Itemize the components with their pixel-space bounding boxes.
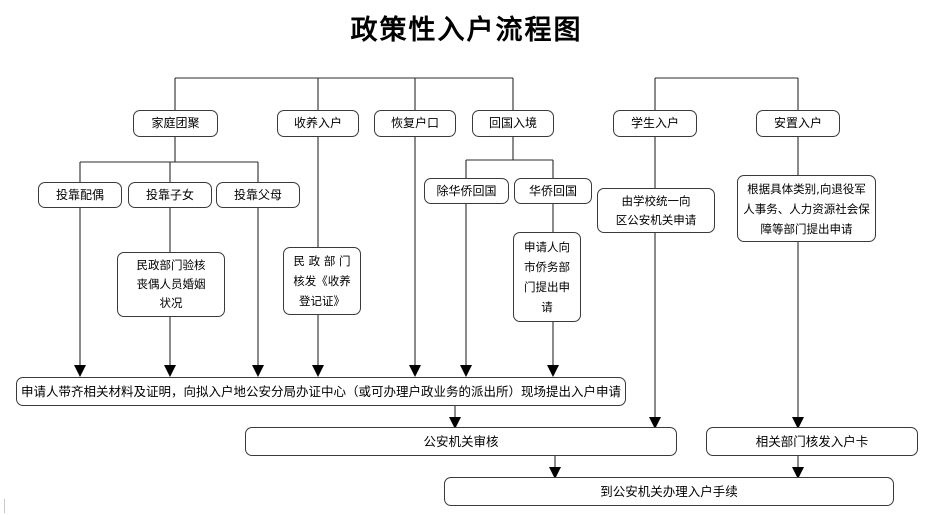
node-student-entry[interactable]: 学生入户 <box>613 110 697 137</box>
node-join-children[interactable]: 投靠子女 <box>128 182 212 208</box>
node-resettlement-entry[interactable]: 安置入户 <box>756 110 840 137</box>
node-civil-affairs-verify[interactable]: 民政部门验核 丧偶人员婚姻 状况 <box>117 252 225 317</box>
node-police-review[interactable]: 公安机关审核 <box>245 427 677 456</box>
node-civil-affairs-certificate[interactable]: 民 政 部 门 核发《收养 登记证》 <box>283 247 361 315</box>
node-restore-hukou[interactable]: 恢复户口 <box>374 110 456 137</box>
node-join-spouse[interactable]: 投靠配偶 <box>38 182 122 208</box>
node-dept-issue-card[interactable]: 相关部门核发入户卡 <box>706 427 918 456</box>
node-family-reunion[interactable]: 家庭团聚 <box>133 110 218 137</box>
node-veterans-apply[interactable]: 根据具体类别,向退役军 人事务、人力资源社会保 障等部门提出申请 <box>737 175 876 242</box>
node-join-parents[interactable]: 投靠父母 <box>216 182 300 208</box>
node-final-procedure[interactable]: 到公安机关办理入户手续 <box>444 477 894 506</box>
node-school-apply[interactable]: 由学校统一向 区公安机关申请 <box>597 188 715 233</box>
page-edge-marker <box>4 499 5 513</box>
node-adoption[interactable]: 收养入户 <box>277 110 359 137</box>
node-overseas-office-apply[interactable]: 申请人向 市侨务部 门提出申 请 <box>513 232 581 322</box>
node-overseas-return[interactable]: 华侨回国 <box>514 178 592 204</box>
node-onsite-application[interactable]: 申请人带齐相关材料及证明，向拟入户地公安分局办证中心（或可办理户政业务的派出所）… <box>16 377 626 406</box>
node-return-entry[interactable]: 回国入境 <box>472 110 554 137</box>
page-title: 政策性入户流程图 <box>350 15 583 46</box>
node-non-overseas-return[interactable]: 除华侨回国 <box>424 178 509 204</box>
